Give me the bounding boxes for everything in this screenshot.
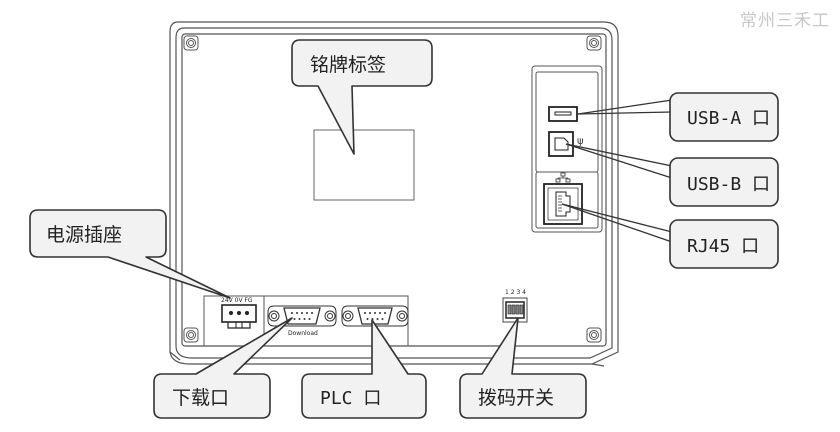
callout-nameplate: 铭牌标签 bbox=[291, 39, 433, 155]
callout-usb-b-label: USB-B 口 bbox=[687, 174, 770, 195]
usb-symbol-icon: ψ bbox=[577, 136, 584, 147]
callout-download: 下载口 bbox=[153, 317, 293, 419]
port-panel bbox=[531, 65, 603, 233]
download-port-label: Download bbox=[288, 330, 318, 337]
screw-top-left bbox=[183, 35, 199, 51]
rj45-port bbox=[543, 183, 583, 225]
callout-download-label: 下载口 bbox=[172, 387, 229, 409]
callout-usb-a: USB-A 口 bbox=[577, 92, 779, 142]
callout-dip-switch-label: 拨码开关 bbox=[478, 387, 554, 409]
plc-db9-port bbox=[341, 305, 409, 327]
device-housing bbox=[169, 21, 619, 367]
power-terminal bbox=[221, 304, 257, 329]
callout-plc: PLC 口 bbox=[301, 319, 427, 419]
callout-power-socket: 电源插座 bbox=[29, 209, 231, 299]
nameplate-area bbox=[313, 129, 415, 201]
dip-switch-numbers: 1 2 3 4 bbox=[505, 289, 526, 296]
callout-usb-a-label: USB-A 口 bbox=[687, 108, 770, 129]
callout-nameplate-label: 铭牌标签 bbox=[310, 54, 386, 76]
callout-plc-label: PLC 口 bbox=[320, 388, 381, 409]
callout-power-socket-label: 电源插座 bbox=[46, 224, 122, 246]
dip-switch bbox=[502, 297, 528, 323]
power-terminal-labels: 24V 0V FG bbox=[221, 297, 253, 304]
watermark: 常州三禾工 bbox=[740, 11, 830, 31]
usb-a-port bbox=[548, 106, 578, 122]
callout-usb-b: USB-B 口 bbox=[565, 143, 779, 207]
callout-rj45: RJ45 口 bbox=[561, 203, 779, 269]
callout-dip-switch: 拨码开关 bbox=[459, 317, 587, 419]
screw-bottom-left bbox=[183, 327, 199, 343]
usb-b-port bbox=[548, 131, 574, 157]
screw-bottom-right bbox=[586, 327, 602, 343]
callout-rj45-label: RJ45 口 bbox=[687, 236, 759, 257]
network-icon bbox=[555, 172, 571, 183]
download-db9-port bbox=[267, 305, 337, 327]
screw-top-right bbox=[586, 35, 602, 51]
